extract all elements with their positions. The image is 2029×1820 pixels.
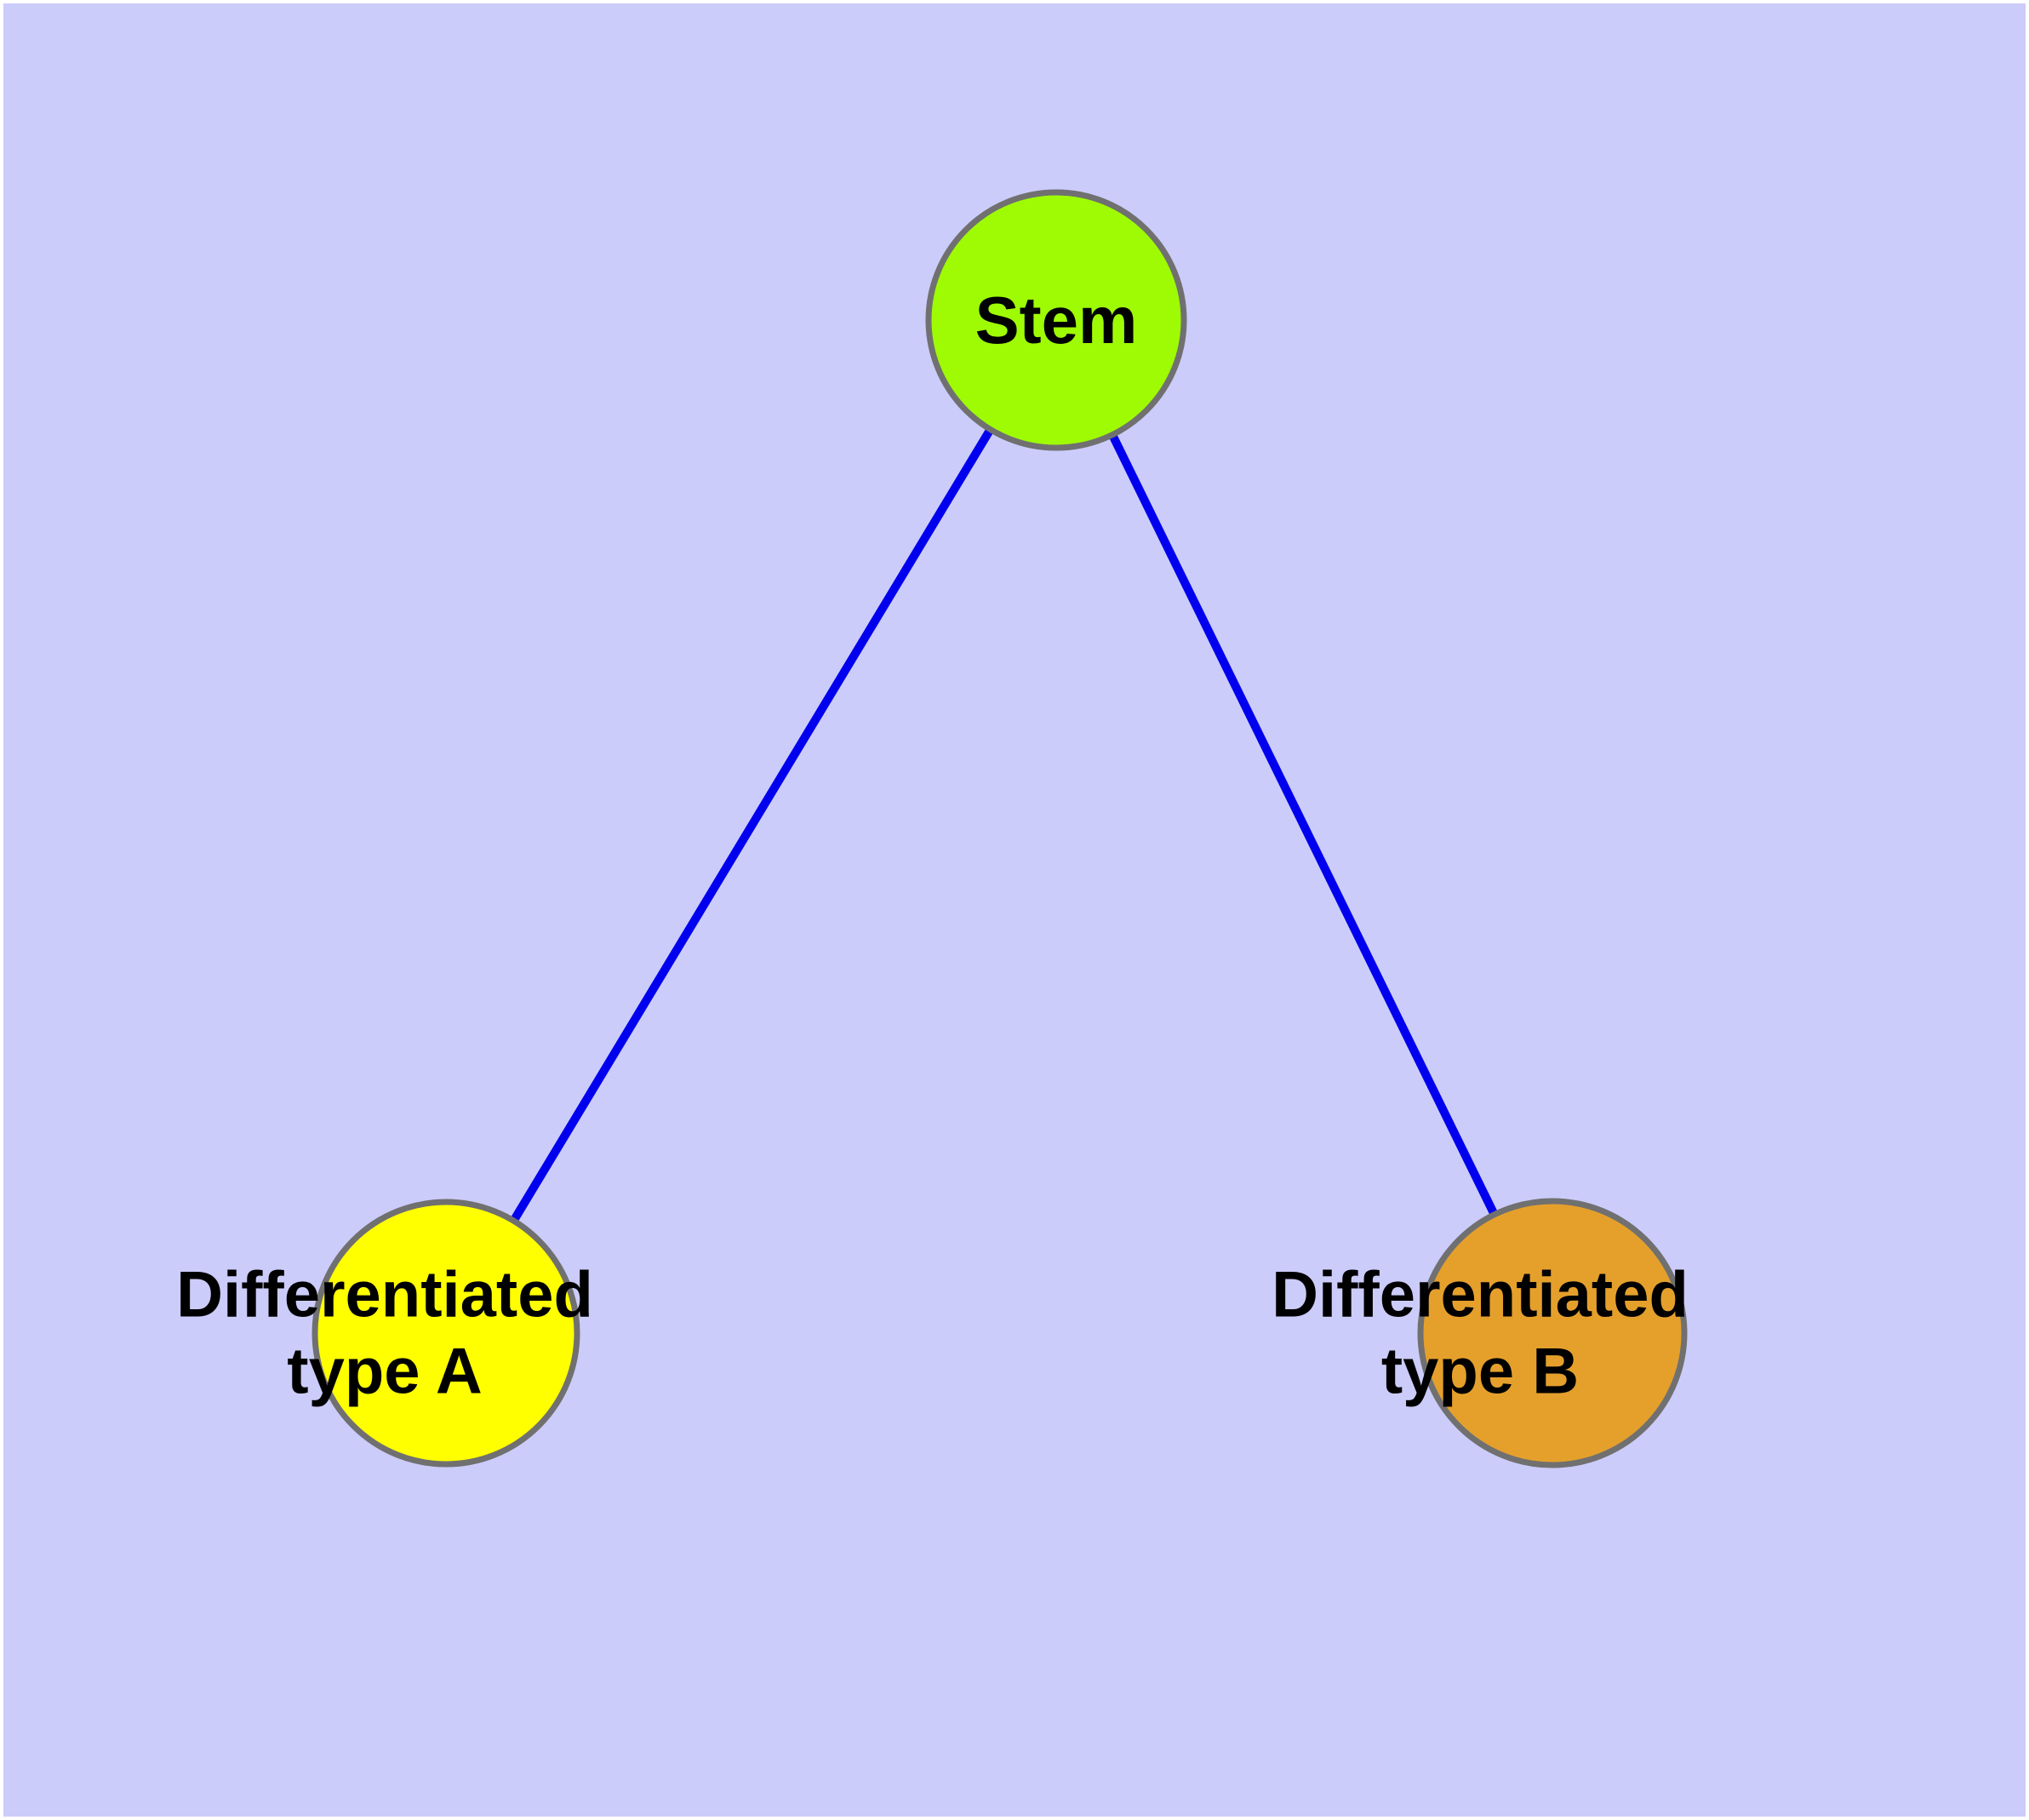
nodes-layer (311, 189, 1688, 1468)
graph-svg (311, 189, 1688, 1468)
edges-layer (442, 318, 1557, 1336)
graph-node-diff_a[interactable] (311, 1199, 580, 1468)
graph-edge-stem-to-diff_b (1052, 318, 1557, 1336)
graph-node-stem[interactable] (925, 189, 1187, 451)
graph-node-diff_b[interactable] (1417, 1198, 1688, 1468)
graph-edge-stem-to-diff_a (442, 318, 1060, 1336)
